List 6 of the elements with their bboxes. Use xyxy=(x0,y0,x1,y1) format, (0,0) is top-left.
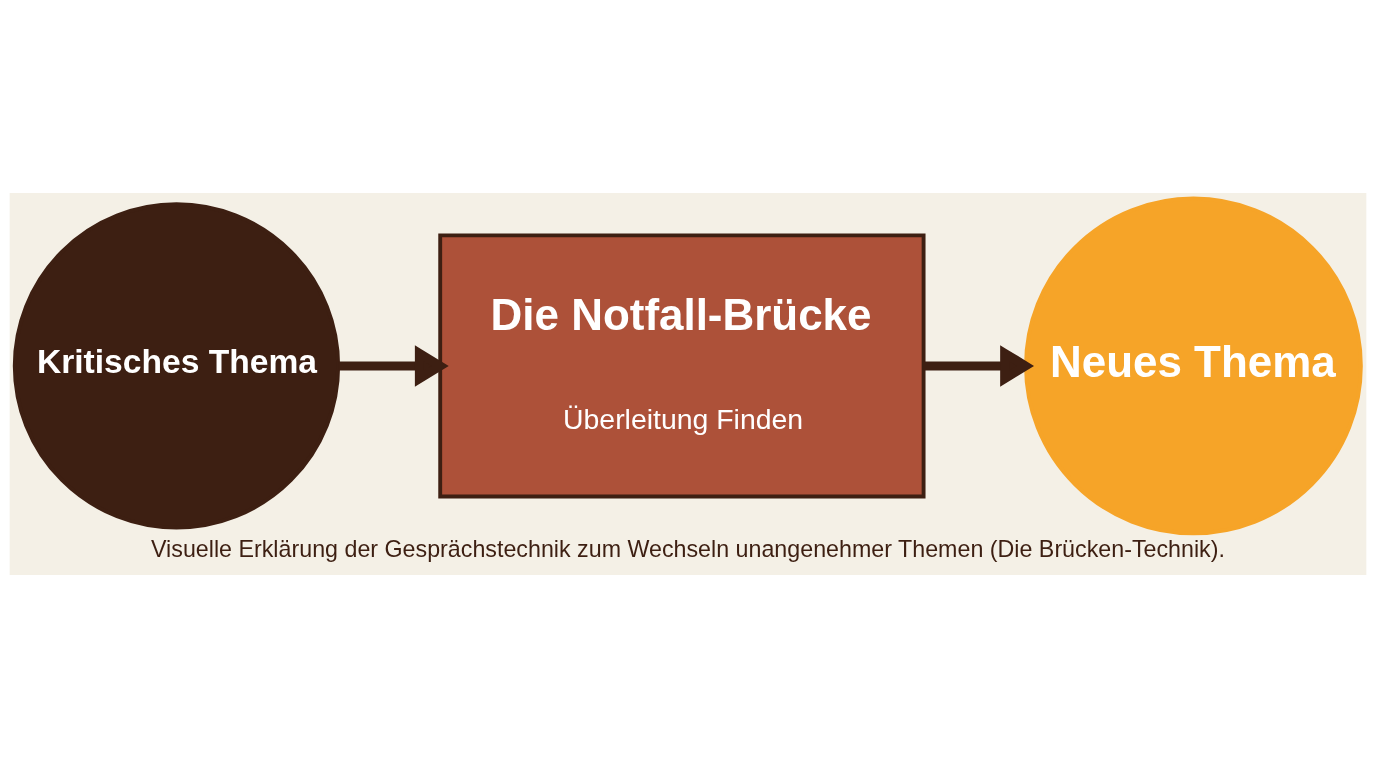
node-circle: Kritisches Thema xyxy=(12,202,341,530)
node-box: Die Notfall-Brücke Überleitung Finden xyxy=(438,233,926,499)
arrow xyxy=(923,345,1035,387)
caption: Visuelle Erklärung der Gesprächstechnik zum Wechseln unangenehmer Themen (Die Brücken-Technik). xyxy=(151,536,1225,563)
node-circle: Neues Thema xyxy=(1024,196,1363,536)
arrow xyxy=(338,345,449,387)
